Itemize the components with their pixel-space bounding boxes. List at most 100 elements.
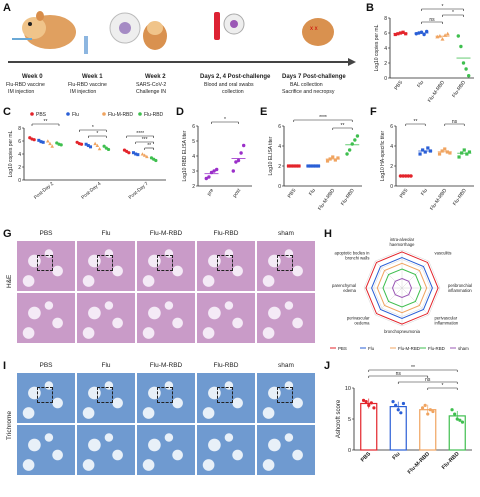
histology-image-low-mag (136, 372, 196, 424)
data-point (421, 148, 425, 152)
data-point (46, 139, 50, 143)
radar-series (391, 277, 413, 299)
significance-label: * (442, 4, 444, 10)
y-tick-label: 4 (384, 46, 387, 52)
y-tick-label: 3 (192, 169, 195, 175)
y-tick-label: 4 (18, 152, 21, 158)
data-point (333, 158, 337, 162)
data-point (409, 174, 413, 178)
zoom-region-box (157, 387, 173, 403)
significance-label: *** (142, 137, 148, 143)
radar-axis-label: inflammation (435, 321, 459, 326)
histology-image-low-mag (196, 240, 256, 292)
x-tick-label: Flu-RBD (441, 451, 461, 471)
data-point (309, 164, 313, 168)
panel-label-h: H (324, 228, 332, 240)
bar (389, 405, 407, 451)
y-tick-label: 0 (18, 178, 21, 184)
x-tick-label: Flu-RBD (452, 187, 468, 206)
data-point (459, 44, 463, 49)
radar-axis-label: inflammation (448, 288, 472, 293)
radar-axis-label: oedema (354, 321, 370, 326)
histology-column-label: Flu-M-RBD (149, 230, 183, 237)
svg-text:IM injection: IM injection (70, 89, 96, 95)
data-point (32, 138, 36, 142)
svg-text:Flu-RBD vaccine: Flu-RBD vaccine (68, 82, 107, 88)
data-point (364, 400, 368, 404)
data-point (355, 134, 360, 138)
svg-text:collection: collection (222, 89, 244, 95)
histology-column-label: Flu (101, 362, 111, 369)
significance-label: * (452, 10, 454, 16)
zoom-region-box (97, 255, 113, 271)
histology-column-label: sham (278, 230, 294, 237)
data-point (331, 155, 335, 159)
legend-label: Flu (72, 112, 79, 118)
radar-axis-label: vasculitis (435, 250, 452, 255)
y-tick-label: 0 (348, 448, 351, 454)
histology-column-label: PBS (39, 362, 53, 369)
data-point (417, 31, 421, 35)
histology-image-low-mag (16, 240, 76, 292)
svg-text:Week 2: Week 2 (145, 74, 166, 80)
data-point (59, 143, 63, 147)
histology-image-high-mag (16, 424, 76, 476)
significance-label: ns (425, 377, 431, 383)
data-point (154, 158, 158, 163)
radar-series (371, 257, 433, 319)
panel-label-d: D (176, 106, 184, 118)
panel-label-e: E (260, 106, 268, 118)
data-point (425, 29, 429, 34)
y-tick-label: 6 (384, 31, 387, 37)
data-point (406, 174, 411, 178)
x-tick-label: Flu-RBD (451, 79, 467, 98)
y-tick-label: 6 (278, 124, 281, 130)
histology-image-high-mag (136, 292, 196, 344)
data-point (95, 143, 100, 148)
data-point (41, 140, 45, 144)
x-tick-label: post (232, 187, 243, 199)
data-point (367, 403, 371, 407)
histology-image-low-mag (76, 240, 136, 292)
radar-series (365, 251, 439, 325)
histology-column-label: Flu-M-RBD (149, 362, 183, 369)
legend-label: Flu-RBD (428, 346, 445, 351)
x-tick-label: Flu-M-RBD (427, 79, 446, 103)
data-point (142, 153, 147, 157)
y-tick-label: 2 (390, 164, 393, 170)
data-point (353, 138, 357, 142)
data-point (292, 164, 296, 168)
radar-axis-label: intra-alveolar (390, 237, 415, 242)
data-point (396, 32, 400, 36)
y-axis-label: Log10 RBD ELISA titer (182, 130, 188, 181)
data-point (404, 174, 408, 178)
svg-text:SARS-CoV-2: SARS-CoV-2 (136, 82, 166, 88)
data-point (236, 158, 241, 163)
x-tick-label: PBS (287, 187, 298, 199)
radar-axis-label: bronchi walls (345, 255, 369, 260)
data-point (350, 142, 354, 146)
y-tick-label: 6 (390, 124, 393, 130)
data-point (294, 164, 298, 168)
svg-text:Flu-RBD vaccine: Flu-RBD vaccine (6, 82, 45, 88)
y-tick-label: 2 (278, 164, 281, 170)
data-point (401, 401, 406, 406)
significance-label: * (442, 383, 444, 389)
data-point (50, 144, 54, 148)
significance-label: * (96, 131, 98, 137)
y-tick-label: 0 (390, 184, 393, 190)
histology-image-high-mag (16, 292, 76, 344)
data-point (448, 151, 452, 155)
data-point (134, 152, 138, 156)
svg-text:BAL collection: BAL collection (290, 82, 323, 88)
radar-axis-label: perivascular (347, 316, 370, 321)
zoom-region-box (37, 255, 53, 271)
data-point (212, 169, 216, 173)
data-point (97, 147, 102, 151)
data-point (460, 420, 465, 424)
